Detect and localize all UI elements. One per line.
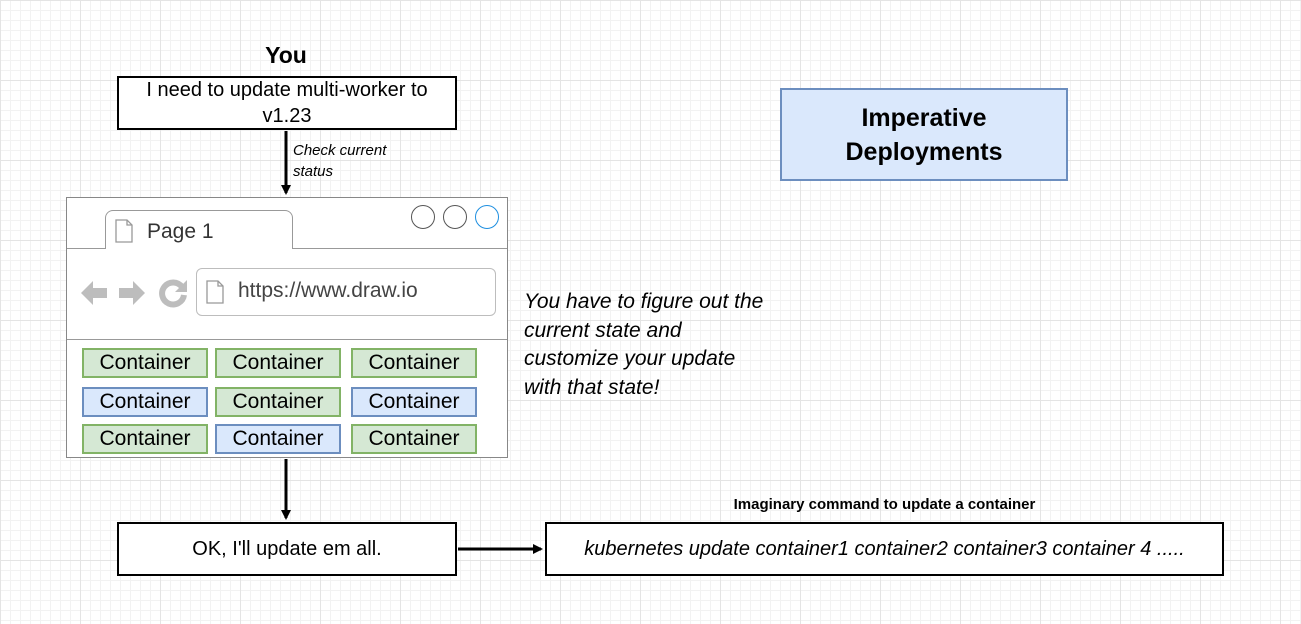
check-status-line1: Check current xyxy=(293,142,387,159)
check-status-label: Check current status xyxy=(293,140,413,182)
container-cell: Container xyxy=(351,387,477,417)
container-cell: Container xyxy=(215,424,341,454)
imperative-deployments-box: Imperative Deployments xyxy=(780,88,1068,181)
tab-label: Page 1 xyxy=(147,220,214,243)
check-status-line2: status xyxy=(293,163,334,180)
note-line: customize your update xyxy=(524,347,736,370)
note-line: current state and xyxy=(524,318,682,342)
browser-toolbar: https://www.draw.io xyxy=(67,249,507,340)
url-input[interactable]: https://www.draw.io xyxy=(196,268,496,316)
container-cell: Container xyxy=(82,348,208,378)
container-cell: Container xyxy=(351,424,477,454)
page-icon xyxy=(115,219,133,243)
page-icon xyxy=(206,280,224,304)
url-text: https://www.draw.io xyxy=(238,279,418,302)
note-line: with that state! xyxy=(524,375,660,399)
container-cell: Container xyxy=(351,348,477,378)
imperative-line2: Deployments xyxy=(845,137,1003,166)
window-circle-icon[interactable] xyxy=(443,205,467,229)
command-title: Imaginary command to update a container xyxy=(733,496,1036,513)
browser-mockup: Page 1 https://www.draw.io Container Con… xyxy=(66,197,508,458)
back-arrow-icon[interactable] xyxy=(79,278,109,308)
refresh-icon[interactable] xyxy=(158,278,188,308)
container-cell: Container xyxy=(82,424,208,454)
browser-tab[interactable]: Page 1 xyxy=(105,210,293,249)
container-cell: Container xyxy=(215,348,341,378)
container-cell: Container xyxy=(82,387,208,417)
window-circle-active-icon[interactable] xyxy=(475,205,499,229)
command-box: kubernetes update container1 container2 … xyxy=(545,522,1224,576)
need-update-box: I need to update multi-worker to v1.23 xyxy=(117,76,457,130)
forward-arrow-icon[interactable] xyxy=(117,278,147,308)
note-line: You have to figure out the xyxy=(524,290,764,313)
imperative-line1: Imperative xyxy=(861,103,987,132)
you-label: You xyxy=(265,42,307,68)
window-circle-icon[interactable] xyxy=(411,205,435,229)
browser-tab-bar: Page 1 xyxy=(67,198,507,249)
state-note: You have to figure out the current state… xyxy=(524,288,814,402)
container-cell: Container xyxy=(215,387,341,417)
ok-update-box: OK, I'll update em all. xyxy=(117,522,457,576)
